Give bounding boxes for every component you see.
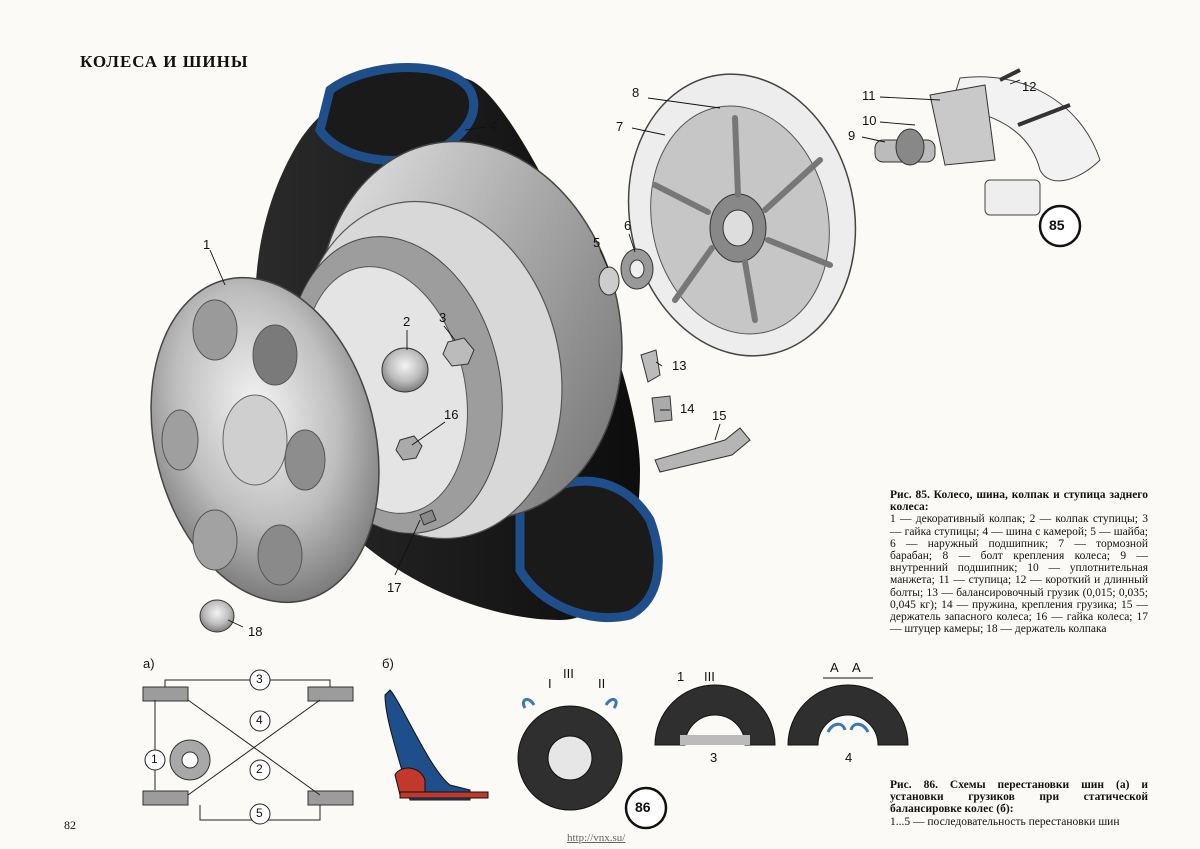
rotation-step-5: 5: [256, 806, 263, 820]
rotation-step-4: 4: [256, 713, 263, 727]
tire-balance-1-drawing: [517, 697, 623, 811]
tire2-mark-iii: III: [704, 669, 715, 684]
callout-9: 9: [848, 128, 856, 143]
cap-holder-drawing: [199, 599, 235, 633]
rotation-step-2: 2: [256, 762, 263, 776]
spare-holder-drawing: [654, 427, 751, 473]
callout-17: 17: [387, 580, 402, 595]
callout-12: 12: [1022, 79, 1037, 94]
tire3-mark-a2: A: [852, 660, 861, 675]
hub-inset-drawing: [874, 68, 1101, 216]
callout-2: 2: [403, 314, 411, 329]
callout-8: 8: [632, 85, 640, 100]
label-a: а): [143, 656, 155, 671]
fig85-badge-label: 85: [1049, 217, 1065, 233]
callout-7: 7: [616, 119, 624, 134]
spring-clip-drawing: [651, 395, 673, 423]
tire2-mark-1: 1: [677, 669, 685, 684]
tire-balance-2-drawing: [654, 684, 776, 746]
rotation-scheme-drawing: [142, 669, 354, 825]
callout-13: 13: [672, 358, 687, 373]
fig86-badge-label: 86: [635, 799, 651, 815]
fig85-caption-head: Рис. 85. Колесо, шина, колпак и ступица …: [890, 489, 1148, 514]
callout-15: 15: [712, 408, 727, 423]
fig85-caption: Рис. 85. Колесо, шина, колпак и ступица …: [890, 489, 1148, 635]
callout-11: 11: [862, 88, 876, 103]
callout-5: 5: [593, 235, 601, 250]
fig86-badge: [624, 786, 668, 830]
label-b: б): [382, 656, 394, 671]
callout-14: 14: [680, 401, 695, 416]
callout-4: 4: [490, 118, 498, 133]
tire-balance-3-drawing: [787, 677, 909, 746]
fig86-caption-head: Рис. 86. Схемы перестановки шин (а) и ус…: [890, 779, 1148, 816]
fig86-caption: Рис. 86. Схемы перестановки шин (а) и ус…: [890, 779, 1148, 828]
weight-section-drawing: [384, 689, 489, 801]
page-title: КОЛЕСА И ШИНЫ: [80, 52, 249, 71]
rotation-step-3: 3: [256, 672, 263, 686]
callout-18: 18: [248, 624, 263, 639]
callout-1: 1: [203, 237, 211, 252]
callout-3: 3: [439, 310, 447, 325]
callout-10: 10: [862, 113, 877, 128]
washer-drawing: [598, 266, 620, 296]
tire3-mark-4: 4: [845, 750, 853, 765]
watermark-link[interactable]: http://vnx.su/: [567, 832, 626, 844]
fig86-caption-body: 1...5 — последовательность перестановки …: [890, 815, 1120, 828]
brake-drum-drawing: [627, 73, 857, 357]
tire1-mark-iii: III: [563, 666, 574, 681]
page-number: 82: [64, 818, 76, 832]
balance-weight-drawing: [640, 349, 661, 383]
rotation-step-1: 1: [151, 752, 158, 766]
tire3-mark-a1: A: [830, 660, 839, 675]
fig85-caption-body: 1 — декоративный колпак; 2 — колпак ступ…: [890, 513, 1148, 636]
tire1-mark-ii: II: [598, 676, 606, 691]
tire2-mark-3: 3: [710, 750, 718, 765]
callout-6: 6: [624, 218, 632, 233]
callout-16: 16: [444, 407, 459, 422]
fig85-badge: [1038, 204, 1082, 248]
decorative-cap-drawing: [150, 276, 380, 604]
tire1-mark-i: I: [548, 676, 552, 691]
